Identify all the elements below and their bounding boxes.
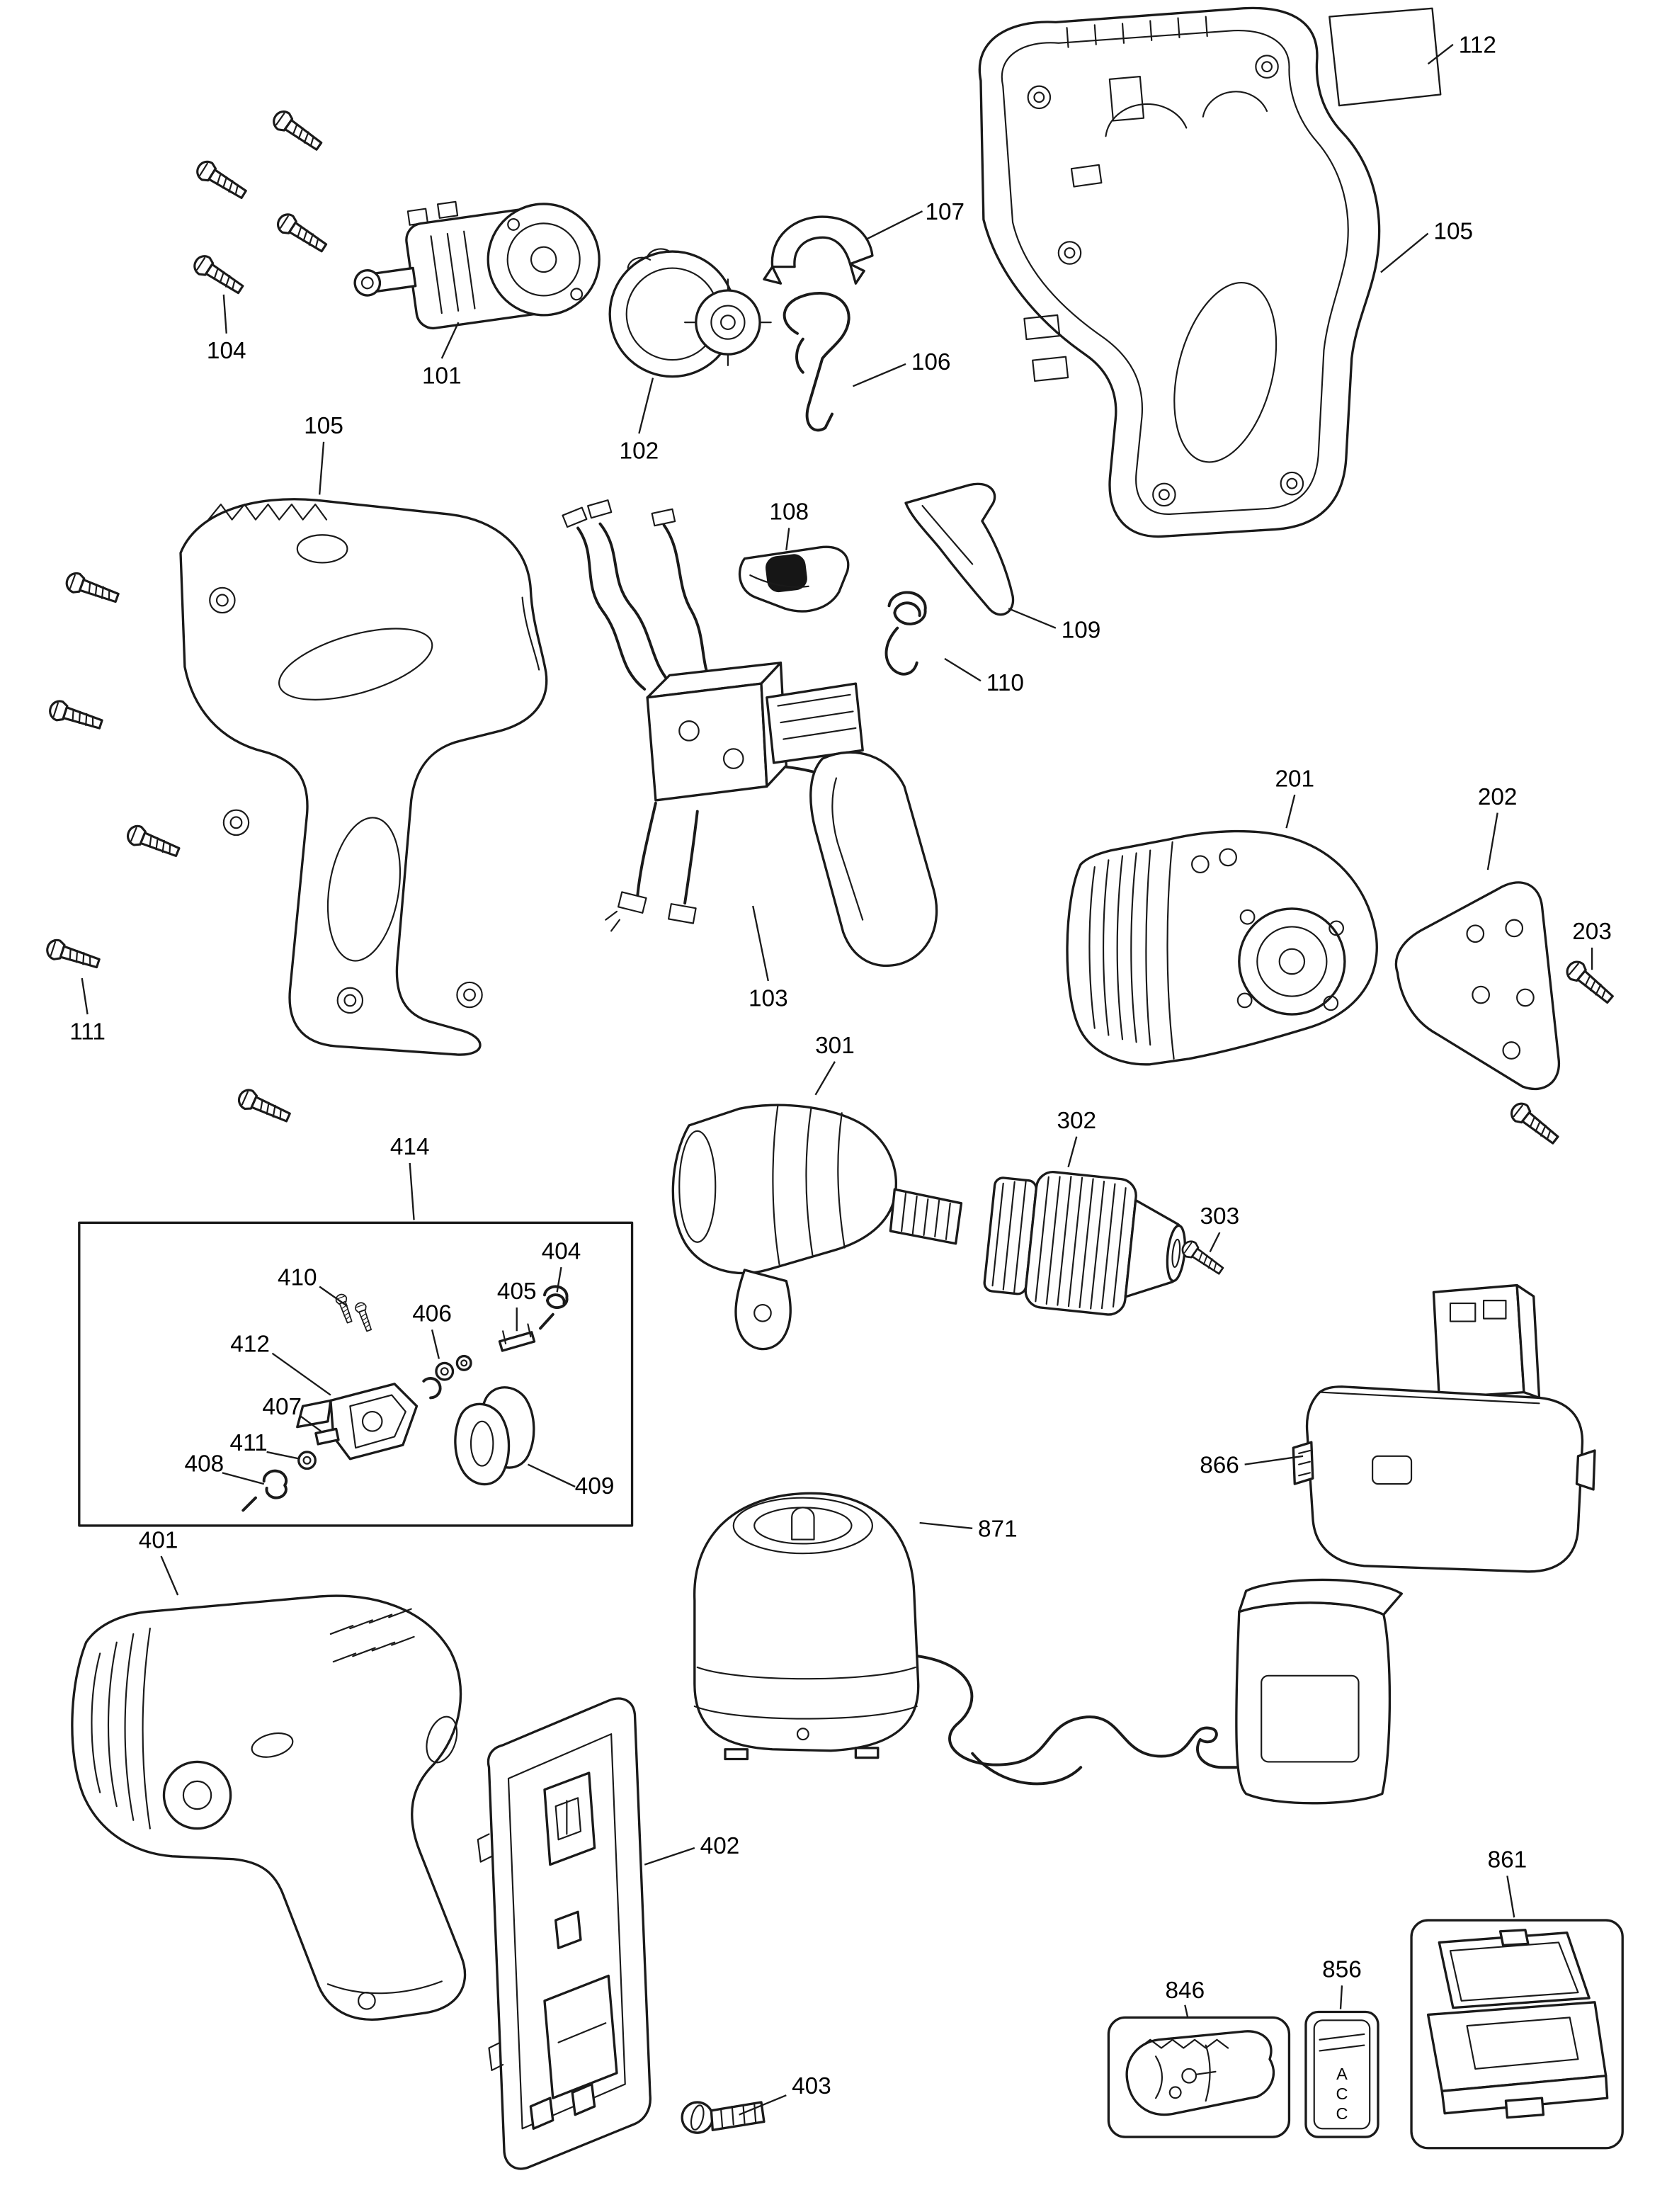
sander-head-201 (1066, 829, 1378, 1066)
motor-101 (353, 200, 601, 330)
leader-lines (81, 43, 1593, 2116)
part-label-101: 101 (422, 363, 462, 389)
clamp-409 (454, 1386, 535, 1486)
part-label-105-left: 105 (304, 413, 343, 439)
part-label-112: 112 (1459, 33, 1496, 59)
screws-104 (190, 106, 331, 299)
part-label-103: 103 (749, 985, 788, 1011)
part-label-202: 202 (1478, 784, 1518, 810)
part-label-403: 403 (792, 2073, 831, 2099)
part-label-412: 412 (230, 1332, 270, 1358)
drill-head-301 (671, 1104, 963, 1351)
motor-mount-clip-107 (763, 215, 874, 285)
part-label-407: 407 (262, 1394, 302, 1420)
gearbox-102 (608, 248, 772, 378)
part-label-105-right: 105 (1433, 218, 1473, 244)
battery-866 (1292, 1283, 1596, 1573)
part-label-108: 108 (769, 499, 809, 526)
part-label-409: 409 (575, 1473, 615, 1499)
part-label-402: 402 (700, 1833, 740, 1859)
chuck-302 (983, 1170, 1186, 1316)
part-label-301: 301 (815, 1033, 855, 1059)
part-label-405: 405 (497, 1278, 537, 1305)
wall-bracket-402 (477, 1697, 652, 2170)
part-label-203: 203 (1572, 919, 1612, 945)
part-label-856: 856 (1322, 1956, 1362, 1983)
part-label-110: 110 (986, 670, 1024, 696)
hardware-bag-846 (1107, 2016, 1291, 2138)
inset-box-414 (78, 1221, 634, 1527)
spring-110 (884, 591, 927, 676)
pin-405 (498, 1323, 536, 1352)
part-label-404: 404 (542, 1238, 581, 1264)
part-label-861: 861 (1488, 1847, 1527, 1873)
part-label-109: 109 (1062, 617, 1101, 643)
part-label-406: 406 (412, 1301, 452, 1327)
part-label-401: 401 (139, 1527, 178, 1553)
housing-left-105 (179, 498, 548, 1056)
part-label-106: 106 (911, 349, 951, 375)
part-label-866: 866 (1200, 1452, 1239, 1478)
part-label-846: 846 (1165, 1978, 1205, 2004)
spring-404 (539, 1285, 569, 1330)
part-label-111: 111 (69, 1019, 106, 1045)
part-label-201: 201 (1275, 766, 1314, 792)
part-labels: 112 107 105 104 101 106 102 105 108 109 … (69, 33, 1612, 2100)
washers-406 (422, 1354, 472, 1400)
pin-407 (314, 1427, 340, 1446)
lever-109 (904, 482, 1015, 616)
power-adapter-871 (1195, 1578, 1403, 1805)
part-label-411: 411 (230, 1430, 268, 1456)
part-label-302: 302 (1057, 1108, 1096, 1134)
housing-interior-105 (978, 6, 1381, 538)
screw-403 (681, 2101, 766, 2134)
part-label-871: 871 (978, 1516, 1018, 1543)
wire-clip-106 (783, 292, 850, 432)
charger-871 (693, 1492, 1218, 1786)
part-label-408: 408 (185, 1451, 224, 1477)
part-label-102: 102 (620, 438, 659, 464)
label-sticker-112 (1329, 7, 1442, 107)
spring-408 (241, 1469, 288, 1512)
acc-tag-856: ACC (1304, 2010, 1379, 2138)
kit-box-861 (1410, 1919, 1624, 2150)
sanding-pad-202 (1394, 881, 1561, 1091)
drill-body-401 (71, 1594, 467, 2021)
part-label-104: 104 (207, 338, 246, 364)
part-label-410: 410 (278, 1265, 317, 1291)
screw-303 (1178, 1237, 1227, 1279)
part-label-303: 303 (1200, 1203, 1240, 1230)
part-label-414: 414 (390, 1134, 430, 1160)
acc-tag-text: ACC (1333, 2065, 1351, 2124)
washer-411 (297, 1451, 317, 1470)
trigger-108 (738, 545, 850, 613)
switch-assembly-103 (562, 499, 938, 968)
part-label-107: 107 (925, 199, 965, 225)
